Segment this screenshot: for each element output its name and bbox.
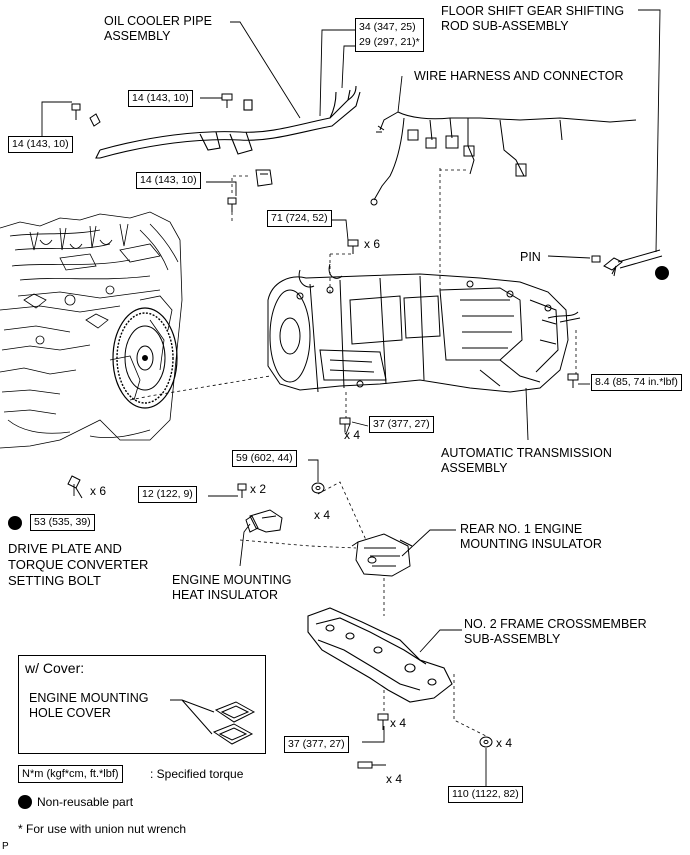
legend-nonreusable-text: Non-reusable part (37, 795, 134, 809)
label-wire-harness: WIRE HARNESS AND CONNECTOR (414, 69, 624, 83)
label-rear-engine-mounting-insulator: REAR NO. 1 ENGINE MOUNTING INSULATOR (460, 522, 602, 552)
torque-trans-side-bolt: 8.4 (85, 74 in.*lbf) (591, 374, 682, 391)
label-line: ASSEMBLY (104, 29, 171, 43)
label-line: AUTOMATIC TRANSMISSION (441, 446, 612, 460)
fastener-drawings (67, 93, 663, 769)
dashed-alignment-lines (129, 168, 577, 737)
torque-trans-upper-bolt: 71 (724, 52) (267, 210, 332, 227)
label-engine-mounting-heat-insulator: ENGINE MOUNTING HEAT INSULATOR (172, 573, 291, 603)
label-line: ENGINE MOUNTING (172, 573, 292, 587)
qty-crossmember-lower-bolt: x 4 (386, 772, 403, 786)
qty-crossmember-nut: x 4 (496, 736, 513, 750)
label-line: ENGINE MOUNTING (29, 691, 149, 705)
torque-drive-plate: 53 (535, 39) (30, 514, 95, 531)
oil-cooler-pipe-drawing (95, 85, 361, 159)
torque-trans-lower-bolt: 37 (377, 27) (369, 416, 434, 433)
label-line: ROD SUB-ASSEMBLY (441, 19, 569, 33)
label-pin: PIN (520, 250, 541, 264)
legend-torque-desc: : Specified torque (150, 767, 244, 781)
label-oil-cooler-pipe: OIL COOLER PIPE ASSEMBLY (104, 14, 212, 44)
legend-footnote: * For use with union nut wrench (18, 822, 187, 836)
qty-trans-lower-bolt: x 4 (344, 428, 361, 442)
qty-drive-plate-bolt: x 6 (90, 484, 107, 498)
label-line: HOLE COVER (29, 706, 111, 720)
label-line: HEAT INSULATOR (172, 588, 279, 602)
drive-plate-nonreusable-dot (8, 516, 22, 530)
torque-heat-insulator-bolt: 12 (122, 9) (138, 486, 197, 503)
label-line: REAR NO. 1 ENGINE (460, 522, 583, 536)
label-engine-mounting-hole-cover: ENGINE MOUNTING HOLE COVER (29, 691, 148, 721)
qty-crossmember-bolt: x 4 (390, 716, 407, 730)
torque-crossmember-nut: 110 (1122, 82) (448, 786, 523, 803)
cover-inset-box: w/ Cover: ENGINE MOUNTING HOLE COVER (18, 655, 266, 754)
label-line: NO. 2 FRAME CROSSMEMBER (464, 617, 647, 631)
torque-value-alt: 29 (297, 21)* (359, 36, 420, 48)
leader-lines (41, 9, 661, 786)
drive-plate-drawing (112, 307, 178, 409)
qty-heat-insulator-bolt: x 2 (250, 482, 267, 496)
qty-mount-nut: x 4 (314, 508, 331, 522)
transmission-drawing (267, 263, 581, 393)
label-line: TORQUE CONVERTER (8, 557, 149, 572)
hole-cover-drawing (170, 699, 256, 745)
label-automatic-transmission: AUTOMATIC TRANSMISSION ASSEMBLY (441, 446, 612, 476)
legend-torque-units: N*m (kgf*cm, ft.*lbf) (18, 765, 123, 783)
label-line: OIL COOLER PIPE (104, 14, 212, 28)
torque-crossmember-bolt: 37 (377, 27) (284, 736, 349, 753)
corner-mark: P (2, 841, 9, 852)
label-line: DRIVE PLATE AND (8, 541, 122, 556)
label-floor-shift-rod: FLOOR SHIFT GEAR SHIFTING ROD SUB-ASSEMB… (441, 4, 624, 34)
label-line: SETTING BOLT (8, 573, 101, 588)
label-line: SUB-ASSEMBLY (464, 632, 561, 646)
qty-trans-upper-bolt: x 6 (364, 237, 381, 251)
label-line: MOUNTING INSULATOR (460, 537, 602, 551)
engine-block-drawing (0, 211, 183, 449)
crossmember-drawing (307, 607, 453, 703)
wire-harness-drawing (370, 111, 637, 206)
pin-nonreusable-dot (655, 266, 669, 280)
label-line: ASSEMBLY (441, 461, 508, 475)
label-drive-plate-bolt: DRIVE PLATE AND TORQUE CONVERTER SETTING… (8, 541, 148, 589)
label-frame-crossmember: NO. 2 FRAME CROSSMEMBER SUB-ASSEMBLY (464, 617, 647, 647)
legend-nonreusable-dot (18, 795, 32, 809)
torque-value: 34 (347, 25) (359, 21, 416, 33)
torque-pipe-clamp-bolt: 14 (143, 10) (136, 172, 201, 189)
torque-pipe-bolt-mid: 14 (143, 10) (128, 90, 193, 107)
torque-pipe-union: 34 (347, 25) 29 (297, 21)* (355, 18, 424, 52)
torque-mount-nut: 59 (602, 44) (232, 450, 297, 467)
mounting-insulator-drawing (351, 533, 413, 577)
heat-insulator-drawing (245, 509, 283, 533)
cover-heading: w/ Cover: (25, 660, 85, 676)
torque-pipe-bolt-left: 14 (143, 10) (8, 136, 73, 153)
label-line: FLOOR SHIFT GEAR SHIFTING (441, 4, 625, 18)
